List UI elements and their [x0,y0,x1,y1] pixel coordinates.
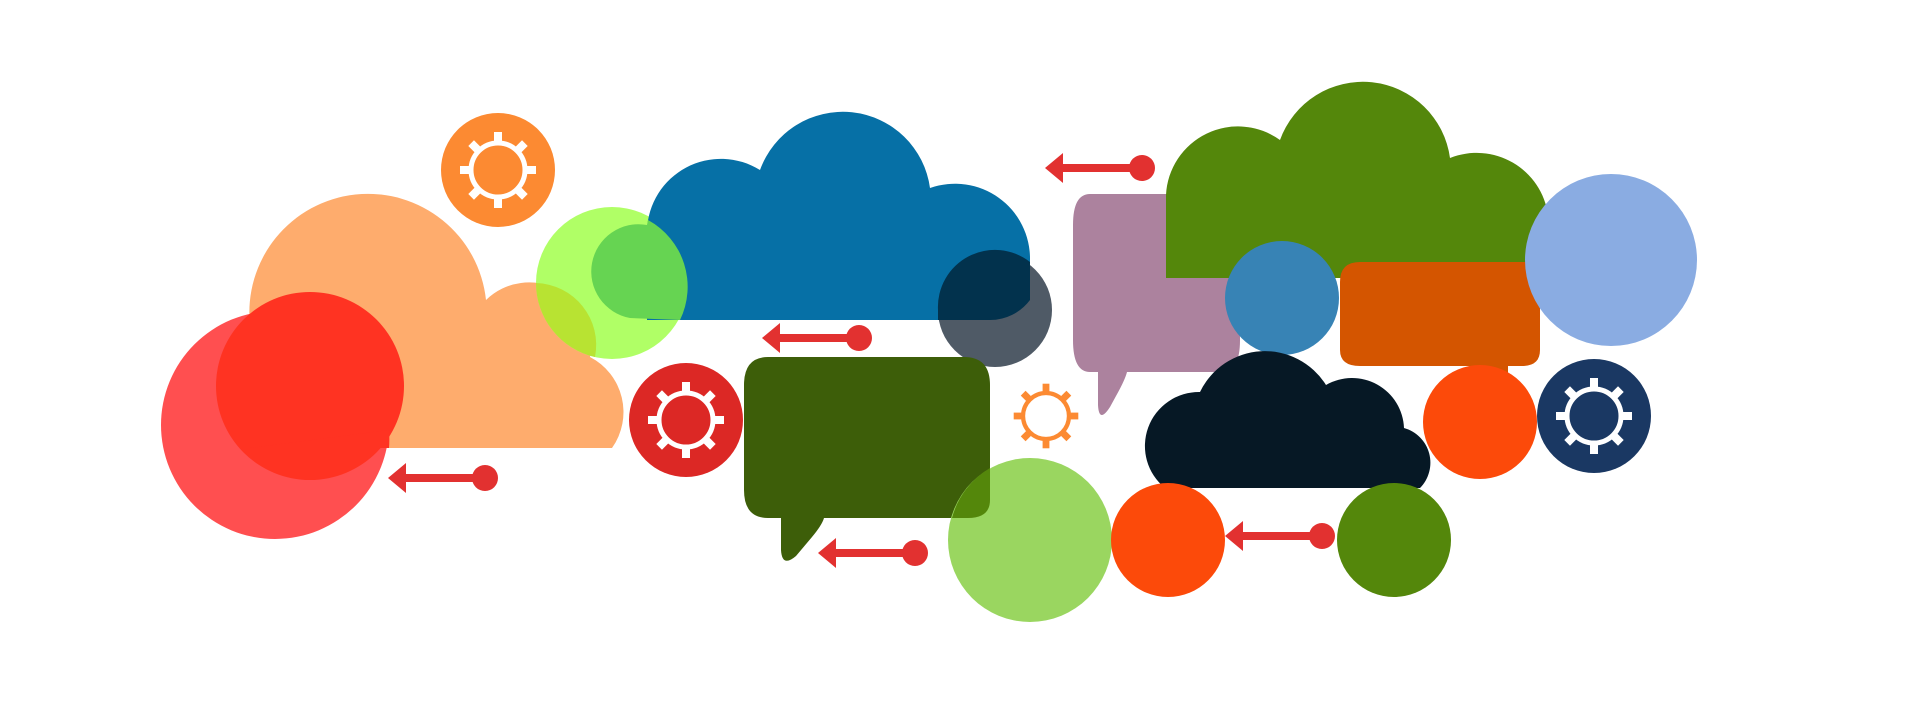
orange-red-circle [1423,365,1537,479]
cloud-midnight [1144,351,1431,488]
orange-red-circle [1111,483,1225,597]
steel-blue-circle [1225,241,1339,355]
arrow-left-icon [762,323,872,353]
arrow-left-icon [1045,153,1155,183]
gear-icon-orange [441,113,555,227]
arrow-left-icon [1225,521,1335,551]
olive-green-circle [1337,483,1451,597]
speech-bubble-dark-green [744,357,990,561]
gear-icon-navy [1537,359,1651,473]
speech-bubble-orange [1340,262,1540,388]
cloud-blue [591,111,1031,320]
light-green-circle [948,458,1112,622]
gear-icon-red [629,363,743,477]
red-circle [161,292,404,539]
cloud-green [1166,81,1548,278]
gear-icon-small-orange [1013,383,1079,449]
slate-circle [937,249,1052,367]
periwinkle-circle [1525,174,1697,346]
arrow-left-icon [388,463,498,493]
arrow-left-icon [818,538,928,568]
